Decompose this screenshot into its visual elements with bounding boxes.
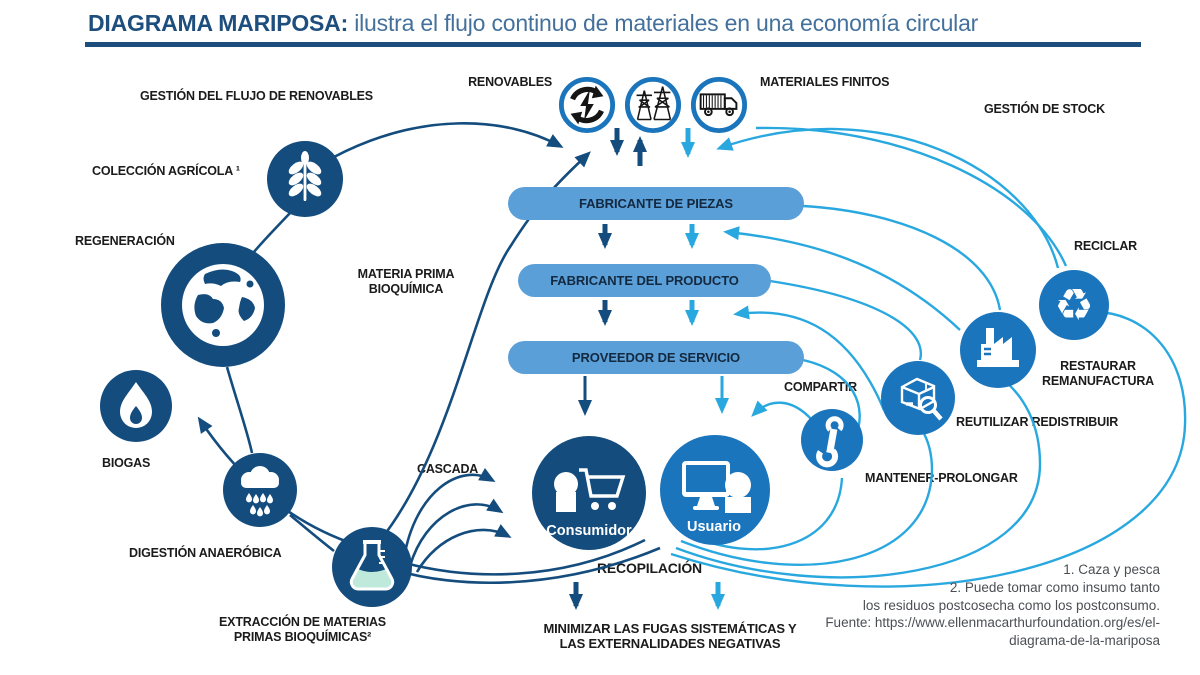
- biogas-flame-icon: [100, 370, 172, 447]
- vertical-flow-arrows: [569, 128, 729, 610]
- factory-icon: [960, 312, 1036, 393]
- label-cascada: CASCADA: [417, 462, 479, 476]
- power-grid-icon: [624, 76, 682, 139]
- title-underline: [85, 42, 1141, 47]
- page-title: DIAGRAMA MARIPOSA: ilustra el flujo cont…: [88, 10, 978, 37]
- label-gestion-flujo-renovables: GESTIÓN DEL FLUJO DE RENOVABLES: [140, 89, 373, 103]
- label-restaurar-remanufactura: RESTAURAR REMANUFACTURA: [1042, 359, 1154, 388]
- wheat-icon: [267, 141, 343, 222]
- label-mantener-prolongar: MANTENER-PROLONGAR: [865, 471, 1018, 485]
- label-minimizar-fugas: MINIMIZAR LAS FUGAS SISTEMÁTICAS Y LAS E…: [543, 621, 797, 652]
- page-title-rest: ilustra el flujo continuo de materiales …: [348, 10, 979, 36]
- box-fabricante-piezas: FABRICANTE DE PIEZAS: [508, 187, 804, 220]
- page-title-bold: DIAGRAMA MARIPOSA:: [88, 10, 349, 36]
- consumidor-node: Consumidor: [532, 436, 646, 555]
- label-reciclar: RECICLAR: [1074, 239, 1137, 253]
- bio-cycle-arrows: [197, 122, 661, 585]
- label-renovables: RENOVABLES: [468, 75, 552, 89]
- label-regeneracion: REGENERACIÓN: [75, 234, 175, 248]
- label-recopilacion: RECOPILACIÓN: [597, 560, 702, 576]
- flask-icon: [332, 527, 412, 612]
- renewable-energy-icon: [558, 76, 616, 139]
- truck-icon: [690, 76, 748, 139]
- box-proveedor-servicio: PROVEEDOR DE SERVICIO: [508, 341, 804, 374]
- label-materiales-finitos: MATERIALES FINITOS: [760, 75, 890, 89]
- recycle-icon: ♻: [1039, 270, 1109, 345]
- label-compartir: COMPARTIR: [784, 380, 857, 394]
- rain-cloud-icon: [223, 453, 297, 532]
- earth-icon: [161, 243, 285, 372]
- tech-cycle-arrows: [670, 126, 1187, 588]
- label-reutilizar-redistribuir: REUTILIZAR REDISTRIBUIR: [956, 415, 1119, 429]
- shopping-cart-icon: [554, 468, 626, 512]
- label-materia-prima-bioquimica: MATERIA PRIMA BIOQUÍMICA: [357, 267, 455, 296]
- wrench-icon: [801, 409, 863, 476]
- monitor-user-icon: [682, 461, 751, 513]
- footnotes-source: 1. Caza y pesca 2. Puede tomar como insu…: [825, 562, 1160, 649]
- usuario-label: Usuario: [687, 519, 741, 535]
- recycle-glyph: ♻: [1054, 280, 1093, 331]
- box-inspect-icon: [881, 361, 955, 440]
- label-biogas: BIOGAS: [102, 456, 151, 470]
- label-extraccion-materias: EXTRACCIÓN DE MATERIAS PRIMAS BIOQUÍMICA…: [219, 615, 386, 644]
- label-digestion-anaerobica: DIGESTIÓN ANAERÓBICA: [129, 546, 282, 560]
- label-gestion-stock: GESTIÓN DE STOCK: [984, 102, 1105, 116]
- usuario-node: Usuario: [660, 435, 770, 550]
- consumidor-label: Consumidor: [546, 523, 632, 539]
- label-coleccion-agricola: COLECCIÓN AGRÍCOLA ¹: [92, 164, 240, 178]
- box-fabricante-producto: FABRICANTE DEL PRODUCTO: [518, 264, 771, 297]
